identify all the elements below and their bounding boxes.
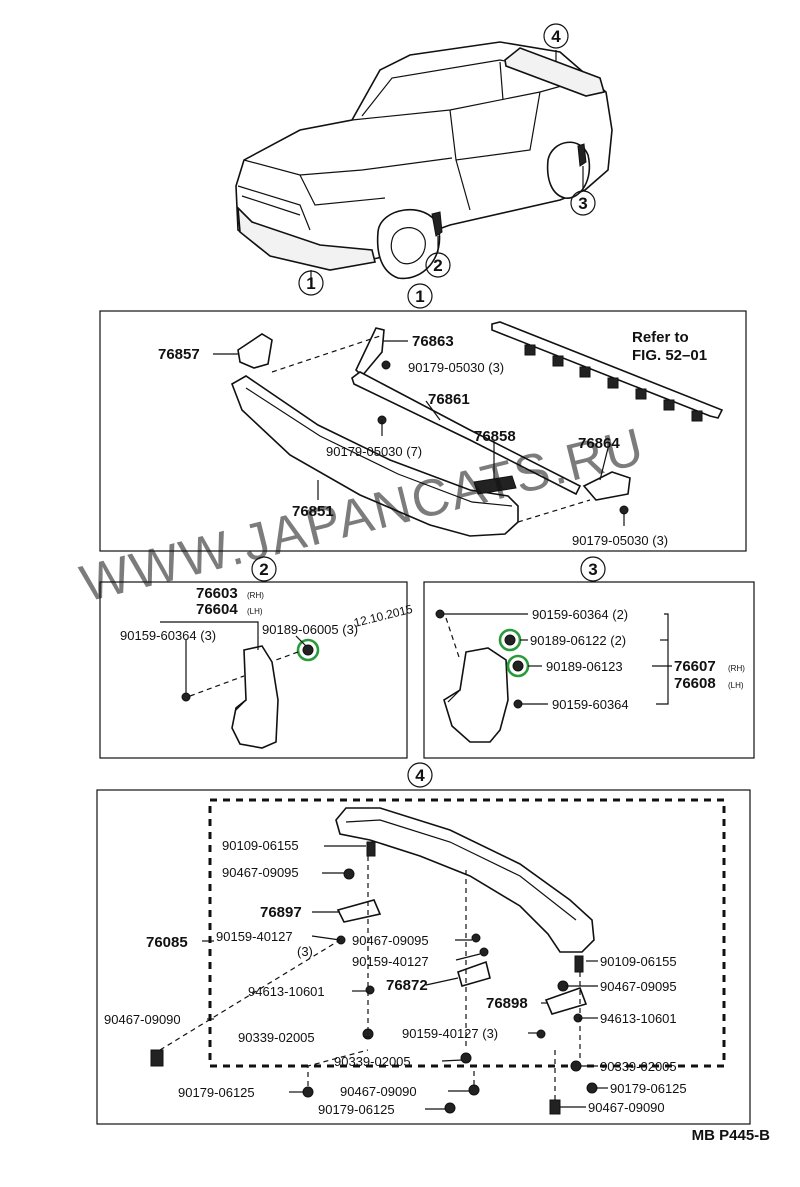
screw-icon-90159-60364-s3 [513, 699, 523, 709]
section-2-frame [99, 581, 408, 759]
section-4-frame [96, 789, 751, 1125]
label-90189-06123: 90189-06123 [546, 659, 623, 674]
callout-3-section: 3 [580, 556, 606, 582]
mudguard-front [231, 645, 279, 749]
callout-3-overview: 3 [570, 190, 596, 216]
label-76085: 76085 [146, 934, 188, 951]
label-76857: 76857 [158, 346, 200, 363]
vehicle-illustration [235, 41, 613, 282]
label-76603: 76603 [196, 585, 238, 602]
label-90179-05030-top: 90179-05030 (3) [408, 360, 504, 375]
stay-76872 [457, 960, 491, 987]
label-90179-06125-a: 90179-06125 [178, 1085, 255, 1100]
stay-76897 [336, 899, 382, 923]
callout-2-section: 2 [251, 556, 277, 582]
svg-text:1: 1 [306, 274, 315, 293]
label-90159-40127-a-qty: (3) [297, 944, 313, 959]
label-90179-06125-c: 90179-06125 [610, 1081, 687, 1096]
label-76604: 76604 [196, 601, 238, 618]
bracket-76864 [582, 471, 631, 501]
label-90159-60364-2: 90159-60364 (2) [532, 607, 628, 622]
label-76858: 76858 [474, 428, 516, 445]
label-76863: 76863 [412, 333, 454, 350]
label-90467-09090-b: 90467-09090 [340, 1084, 417, 1099]
label-76851: 76851 [292, 503, 334, 520]
retainer-76861 [351, 371, 582, 496]
svg-text:4: 4 [415, 766, 425, 785]
bracket-76863 [355, 327, 385, 378]
label-76864: 76864 [578, 435, 620, 452]
bracket-76858 [473, 475, 517, 495]
label-76898: 76898 [486, 995, 528, 1012]
label-90179-05030-7: 90179-05030 (7) [326, 444, 422, 459]
svg-text:3: 3 [578, 194, 587, 213]
bracket-76857 [237, 333, 273, 369]
label-90339-02005-c: 90339-02005 [600, 1059, 677, 1074]
callout-1-section: 1 [407, 283, 433, 309]
diagram-code: MB P445-B [692, 1127, 771, 1144]
callout-2-overview: 2 [425, 252, 451, 278]
label-90467-09095-a: 90467-09095 [222, 865, 299, 880]
label-76604-side: (LH) [247, 607, 263, 616]
nut-icon-90189-06123 [512, 660, 524, 672]
label-76872: 76872 [386, 977, 428, 994]
label-90189-06122-2: 90189-06122 (2) [530, 633, 626, 648]
label-76607: 76607 [674, 658, 716, 675]
label-90339-02005-a: 90339-02005 [238, 1030, 315, 1045]
label-90159-60364-3: 90159-60364 (3) [120, 628, 216, 643]
screw-icon-90159-60364-s2 [181, 692, 191, 702]
label-90467-09090-c: 90467-09090 [588, 1100, 665, 1115]
label-90467-09095-c: 90467-09095 [600, 979, 677, 994]
label-90159-60364: 90159-60364 [552, 697, 629, 712]
label-76603-side: (RH) [247, 591, 264, 600]
svg-text:2: 2 [259, 560, 268, 579]
screw-icon-90159-60364-s3-top [435, 609, 445, 619]
label-94613-10601-b: 94613-10601 [600, 1011, 677, 1026]
highlight-circle-90189-06005 [296, 638, 320, 662]
mudguard-rear [443, 647, 509, 743]
section-1-frame [99, 310, 747, 552]
nut-icon-90189-06122 [504, 634, 516, 646]
callout-4-section: 4 [407, 762, 433, 788]
stay-76898 [544, 986, 588, 1015]
label-76861: 76861 [428, 391, 470, 408]
label-90159-40127-b: 90159-40127 [352, 954, 429, 969]
svg-text:4: 4 [551, 27, 561, 46]
label-90339-02005-b: 90339-02005 [334, 1054, 411, 1069]
rear-spoiler-76085 [335, 807, 595, 953]
label-76897: 76897 [260, 904, 302, 921]
reinforcement-bar [491, 321, 724, 422]
label-90179-05030-bottom: 90179-05030 (3) [572, 533, 668, 548]
label-90159-40127-a: 90159-40127 [216, 929, 293, 944]
reference-line-2: FIG. 52–01 [632, 347, 707, 364]
label-90189-06005-3: 90189-06005 (3) [262, 622, 358, 637]
date-stamp: 12.10.2015 [352, 602, 414, 630]
svg-text:1: 1 [415, 287, 424, 306]
label-76608: 76608 [674, 675, 716, 692]
label-94613-10601-a: 94613-10601 [248, 984, 325, 999]
label-76608-side: (LH) [728, 681, 744, 690]
callout-1-overview: 1 [298, 270, 324, 296]
callout-4: 4 [543, 23, 569, 49]
label-90179-06125-b: 90179-06125 [318, 1102, 395, 1117]
label-90467-09090-a: 90467-09090 [104, 1012, 181, 1027]
svg-text:2: 2 [433, 256, 442, 275]
label-90467-09095-b: 90467-09095 [352, 933, 429, 948]
reference-line-1: Refer to [632, 329, 689, 346]
clip-icon-90189-06005 [302, 644, 314, 656]
svg-text:3: 3 [588, 560, 597, 579]
section-3-frame [423, 581, 755, 759]
label-76607-side: (RH) [728, 664, 745, 673]
label-90109-06155-b: 90109-06155 [600, 954, 677, 969]
label-90109-06155-a: 90109-06155 [222, 838, 299, 853]
label-90159-40127-c: 90159-40127 (3) [402, 1026, 498, 1041]
